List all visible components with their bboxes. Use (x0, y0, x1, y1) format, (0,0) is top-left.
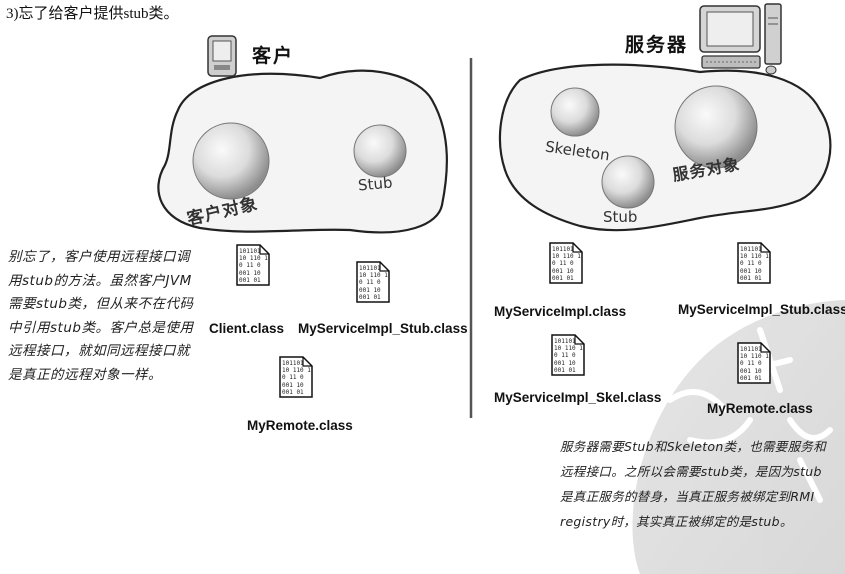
server-remote-file-icon: 101101 10 110 1 0 11 0 001 10 001 01 (737, 342, 771, 384)
heading: 3)忘了给客户提供stub类。 (6, 6, 179, 22)
computer-icon (699, 3, 782, 75)
server-stub-label: Stub (603, 208, 638, 226)
client-object-ball (192, 122, 270, 200)
server-impl-label: MyServiceImpl.class (494, 304, 627, 319)
client-remote-label: MyRemote.class (247, 418, 353, 433)
skeleton-ball (550, 87, 600, 137)
client-stub-ball (353, 124, 407, 178)
server-impl-file-icon: 101101 10 110 1 0 11 0 001 10 001 01 (549, 242, 583, 284)
client-stub-label-file: MyServiceImpl_Stub.class (298, 321, 468, 336)
server-stub-file-label: MyServiceImpl_Stub.class (678, 302, 845, 317)
client-class-label: Client.class (209, 321, 285, 336)
server-stub-ball (601, 155, 655, 209)
client-title: 客户 (252, 45, 295, 67)
server-note: 服务器需要Stub和Skeleton类，也需要服务和远程接口。之所以会需要stu… (560, 439, 826, 529)
handheld-device-icon (207, 35, 237, 77)
server-title: 服务器 (625, 34, 689, 56)
server-remote-label: MyRemote.class (707, 401, 813, 416)
client-class-file-icon: 101101 10 110 1 0 11 0 001 10 001 01 (236, 244, 270, 286)
server-skel-label: MyServiceImpl_Skel.class (494, 390, 662, 405)
server-stub-file-icon: 101101 10 110 1 0 11 0 001 10 001 01 (737, 242, 771, 284)
client-note: 别忘了，客户使用远程接口调用stub的方法。虽然客户JVM需要stub类，但从来… (8, 249, 194, 383)
service-object-ball (674, 85, 758, 169)
client-stub-label: Stub (357, 173, 394, 195)
server-skel-file-icon: 101101 10 110 1 0 11 0 001 10 001 01 (551, 334, 585, 376)
client-stub-file-icon: 101101 10 110 1 0 11 0 001 10 001 01 (356, 261, 390, 303)
client-remote-file-icon: 101101 10 110 1 0 11 0 001 10 001 01 (279, 356, 313, 398)
